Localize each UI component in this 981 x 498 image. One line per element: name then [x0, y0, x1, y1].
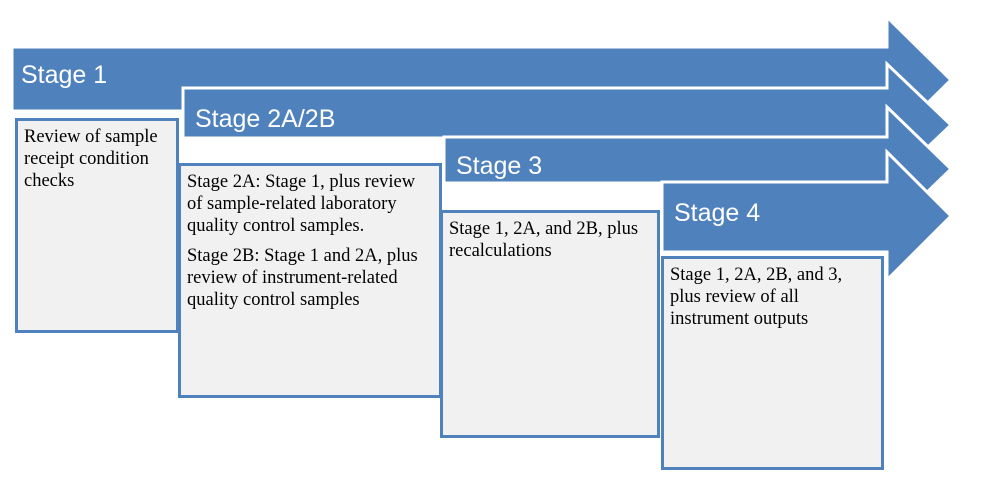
stage-2-description-box: Stage 2A: Stage 1, plus review of sample… [178, 163, 442, 398]
stage-2b-description: Stage 2B: Stage 1 and 2A, plus review of… [187, 246, 418, 310]
stage-3-arrow: Stage 3 [442, 103, 954, 235]
stage-1-arrow: Stage 1 [10, 13, 954, 147]
stage-2-label: Stage 2A/2B [195, 105, 335, 133]
stage-3-label: Stage 3 [456, 152, 542, 180]
stage-4-label: Stage 4 [674, 199, 760, 227]
stage-4-description-box: Stage 1, 2A, 2B, and 3, plus review of a… [661, 256, 884, 470]
stage-1-description: Review of sample receipt condition check… [24, 127, 158, 191]
stage-4-description: Stage 1, 2A, 2B, and 3, plus review of a… [670, 265, 843, 329]
stage-4-arrow-shape [660, 148, 954, 284]
stage-3-description-box: Stage 1, 2A, and 2B, plus recalculations [440, 210, 660, 438]
stage-3-description: Stage 1, 2A, and 2B, plus recalculations [449, 219, 639, 261]
stage-1-description-box: Review of sample receipt condition check… [15, 118, 179, 333]
stage-2a-description: Stage 2A: Stage 1, plus review of sample… [187, 172, 416, 236]
stage-4-arrow: Stage 4 [660, 148, 954, 284]
stage-1-label: Stage 1 [21, 61, 107, 89]
